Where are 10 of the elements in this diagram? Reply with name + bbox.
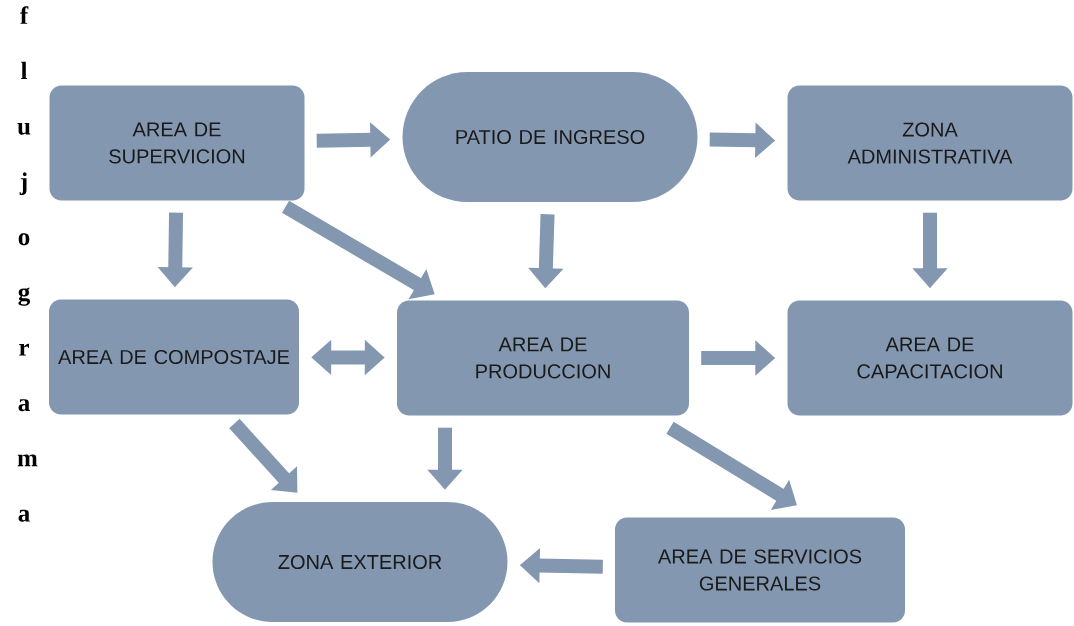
process-box: AREA DE SUPERVICION [49,85,305,201]
process-box: AREA DE CAPACITACION [787,300,1073,416]
process-box: ZONA ADMINISTRATIVA [787,85,1073,201]
process-box: AREA DE COMPOSTAJE [49,299,299,415]
rounded-terminal: ZONA EXTERIOR [212,502,508,622]
vertical-title: flujograma [17,6,38,522]
process-box: AREA DE PRODUCCION [397,300,689,416]
rounded-terminal: PATIO DE INGRESO [402,72,698,202]
process-box: AREA DE SERVICIOS GENERALES [615,517,905,623]
block-arrow [229,418,298,493]
